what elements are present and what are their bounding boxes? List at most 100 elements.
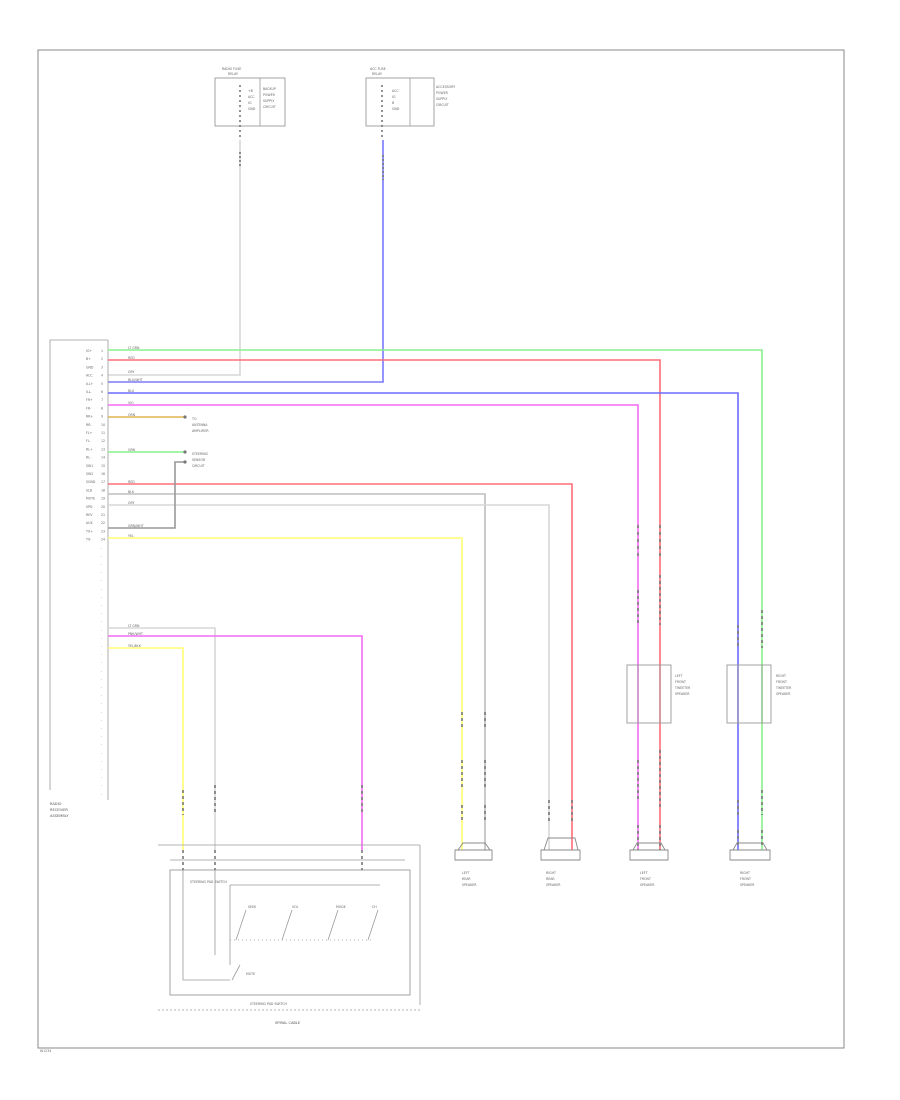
- radio-pin-tick: -: [101, 579, 102, 583]
- radio-pin-label: FR-: [86, 406, 91, 410]
- radio-pin-number: 17: [101, 480, 105, 484]
- svg-text:IG: IG: [248, 101, 252, 105]
- radio-pin-label: FL+: [86, 431, 93, 435]
- radio-pin-label: RR+: [86, 415, 93, 419]
- svg-text:ANTENNA: ANTENNA: [192, 423, 208, 427]
- svg-text:STEERING: STEERING: [192, 452, 209, 456]
- svg-text:FRONT: FRONT: [740, 877, 751, 881]
- svg-text:GND: GND: [392, 107, 400, 111]
- radio-pin-number: 14: [101, 456, 105, 460]
- radio-pin-label: GND: [86, 365, 94, 369]
- svg-text:B: B: [392, 101, 394, 105]
- svg-text:TO: TO: [191, 417, 197, 421]
- radio-pin-number: 20: [101, 505, 105, 509]
- radio-pin-number: 1: [101, 349, 103, 353]
- wire-backup-power: [108, 140, 241, 376]
- radio-pin-label: AUX: [86, 521, 94, 525]
- svg-text:MUTE: MUTE: [246, 972, 255, 976]
- radio-pin-tick: -: [101, 587, 102, 591]
- svg-text:SPEAKER: SPEAKER: [546, 883, 561, 887]
- wire-red-rear: [108, 483, 573, 850]
- radio-label-line-2: RECEIVER: [50, 808, 68, 812]
- wire-grn-wht: [108, 461, 185, 529]
- connector-radio-fuse-sub: RELAY: [228, 72, 238, 76]
- radio-pin-label: RL+: [86, 447, 93, 451]
- radio-pin-number: 11: [101, 431, 105, 435]
- connector-radio-fuse-title: RADIO FUSE: [222, 67, 241, 71]
- svg-text:SUPPLY: SUPPLY: [436, 97, 448, 101]
- radio-pin-label: REV: [86, 513, 93, 517]
- svg-text:GRN/WHT: GRN/WHT: [128, 524, 144, 528]
- svg-text:ACC: ACC: [392, 89, 399, 93]
- svg-text:RED: RED: [128, 480, 135, 484]
- svg-text:VIO: VIO: [128, 401, 134, 405]
- radio-pin-tick: -: [101, 677, 102, 681]
- radio-pin-tick: -: [101, 652, 102, 656]
- svg-text:REAR: REAR: [546, 877, 555, 881]
- svg-text:RED: RED: [128, 356, 135, 360]
- svg-text:POWER: POWER: [436, 91, 449, 95]
- radio-pin-number: 10: [101, 423, 105, 427]
- svg-text:IG: IG: [392, 95, 396, 99]
- radio-label-line-3: ASSEMBLY: [50, 814, 69, 818]
- svg-text:POWER: POWER: [263, 93, 276, 97]
- connector-acc-fuse-sub: RELAY: [372, 72, 382, 76]
- radio-pin-tick: -: [101, 702, 102, 706]
- radio-pin-tick: -: [101, 570, 102, 574]
- radio-pin-number: 22: [101, 521, 105, 525]
- svg-text:YEL: YEL: [128, 534, 134, 538]
- radio-pin-tick: -: [101, 554, 102, 558]
- speaker-left-front: LEFT FRONT SPEAKER: [629, 842, 669, 887]
- radio-pin-label: SGND: [86, 480, 96, 484]
- svg-text:+B: +B: [248, 89, 253, 93]
- radio-pin-tick: -: [101, 759, 102, 763]
- svg-text:ACC: ACC: [248, 95, 255, 99]
- radio-pin-tick: -: [101, 669, 102, 673]
- tweeter-right-front: RIGHT FRONT TWEETER SPEAKER: [726, 664, 792, 724]
- radio-pin-label: MUTE: [86, 497, 95, 501]
- radio-pin-number: 21: [101, 513, 105, 517]
- radio-pin-label: SW2: [86, 472, 93, 476]
- svg-text:SUPPLY: SUPPLY: [263, 99, 275, 103]
- svg-text:RIGHT: RIGHT: [740, 871, 750, 875]
- radio-pin-label: IG+: [86, 349, 92, 353]
- wire-accessory-power: [108, 140, 384, 383]
- svg-text:FRONT: FRONT: [675, 680, 686, 684]
- radio-pin-label: TX-: [85, 538, 91, 542]
- svg-text:CIRCUIT: CIRCUIT: [263, 105, 276, 109]
- radio-pin-number: 19: [101, 497, 105, 501]
- wire-steering-pnk: [108, 635, 363, 850]
- svg-text:PNK/WHT: PNK/WHT: [128, 632, 143, 636]
- svg-text:SPEAKER: SPEAKER: [640, 883, 655, 887]
- diagram-frame: [37, 49, 845, 1049]
- radio-pin-tick: -: [101, 693, 102, 697]
- radio-pin-number: 13: [101, 447, 105, 451]
- svg-text:LEFT: LEFT: [462, 871, 470, 875]
- svg-text:REAR: REAR: [462, 877, 471, 881]
- radio-pin-tick: -: [101, 767, 102, 771]
- radio-pin-tick: -: [101, 661, 102, 665]
- svg-text:SPEAKER: SPEAKER: [740, 883, 755, 887]
- svg-text:TWEETER: TWEETER: [674, 686, 691, 690]
- radio-pin-label: RL-: [86, 456, 91, 460]
- svg-text:CH: CH: [372, 905, 377, 909]
- figure-id: W1234: [40, 1049, 51, 1053]
- tweeter-left-front: LEFT FRONT TWEETER SPEAKER: [626, 664, 691, 724]
- radio-pin-label: ILL+: [86, 382, 93, 386]
- svg-text:RIGHT: RIGHT: [546, 871, 556, 875]
- svg-text:CIRCUIT: CIRCUIT: [192, 464, 205, 468]
- svg-text:SEEK: SEEK: [248, 905, 257, 909]
- radio-pin-label: FR+: [86, 398, 93, 402]
- svg-text:AMPLIFIER: AMPLIFIER: [192, 429, 209, 433]
- radio-pin-label: RR-: [86, 423, 91, 427]
- radio-pin-number: 6: [101, 390, 103, 394]
- svg-text:VOL: VOL: [292, 905, 299, 909]
- spiral-cable-caption: SPIRAL CABLE: [275, 1021, 301, 1025]
- radio-label-line-1: RADIO: [50, 802, 62, 806]
- svg-text:GRY: GRY: [128, 501, 134, 505]
- radio-pin-number: 24: [101, 538, 105, 542]
- radio-pin-tick: -: [101, 636, 102, 640]
- radio-pin-tick: -: [101, 562, 102, 566]
- svg-text:FRONT: FRONT: [640, 877, 651, 881]
- radio-pin-tick: -: [101, 775, 102, 779]
